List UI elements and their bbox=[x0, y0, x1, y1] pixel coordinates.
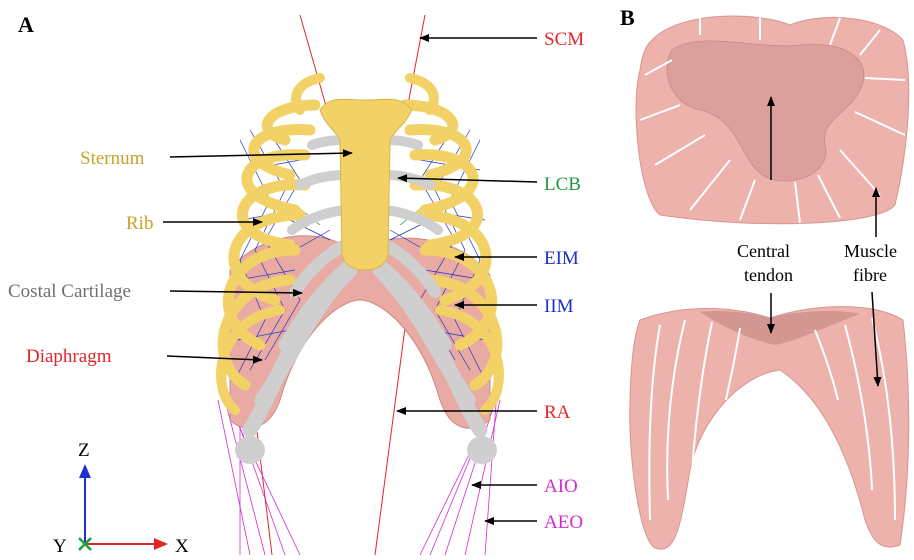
z-axis-label: Z bbox=[78, 440, 90, 461]
panel-b: B Central tendon Muscle fibre bbox=[620, 5, 909, 549]
cartilage-tip-left bbox=[235, 436, 265, 464]
panel-a-title: A bbox=[18, 12, 34, 37]
ra-label: RA bbox=[544, 402, 571, 423]
central-tendon-label-line2: tendon bbox=[744, 265, 793, 285]
panel-b-title: B bbox=[620, 5, 635, 30]
iim-label: IIM bbox=[544, 296, 574, 317]
panel-a: A Sternum Rib Costal Cartilage Diaphragm… bbox=[8, 12, 584, 557]
central-tendon-label-line1: Central bbox=[737, 241, 790, 261]
aio-label: AIO bbox=[544, 476, 578, 497]
aeo-label: AEO bbox=[544, 512, 583, 533]
rib-label: Rib bbox=[126, 213, 153, 234]
scm-label: SCM bbox=[544, 29, 584, 50]
lcb-label: LCB bbox=[544, 174, 581, 195]
cartilage-tip-right bbox=[467, 436, 497, 464]
eim-label: EIM bbox=[544, 248, 579, 269]
x-axis-label: X bbox=[175, 536, 189, 557]
sternum-label: Sternum bbox=[80, 148, 145, 169]
y-axis-label: Y bbox=[53, 536, 67, 557]
muscle-fibre-label-line1: Muscle bbox=[844, 241, 897, 261]
muscle-fibre-label-line2: fibre bbox=[853, 265, 887, 285]
axis-triad: Z Y X bbox=[53, 440, 189, 557]
costal-cartilage-label: Costal Cartilage bbox=[8, 281, 131, 302]
diaphragm-label: Diaphragm bbox=[26, 346, 112, 367]
